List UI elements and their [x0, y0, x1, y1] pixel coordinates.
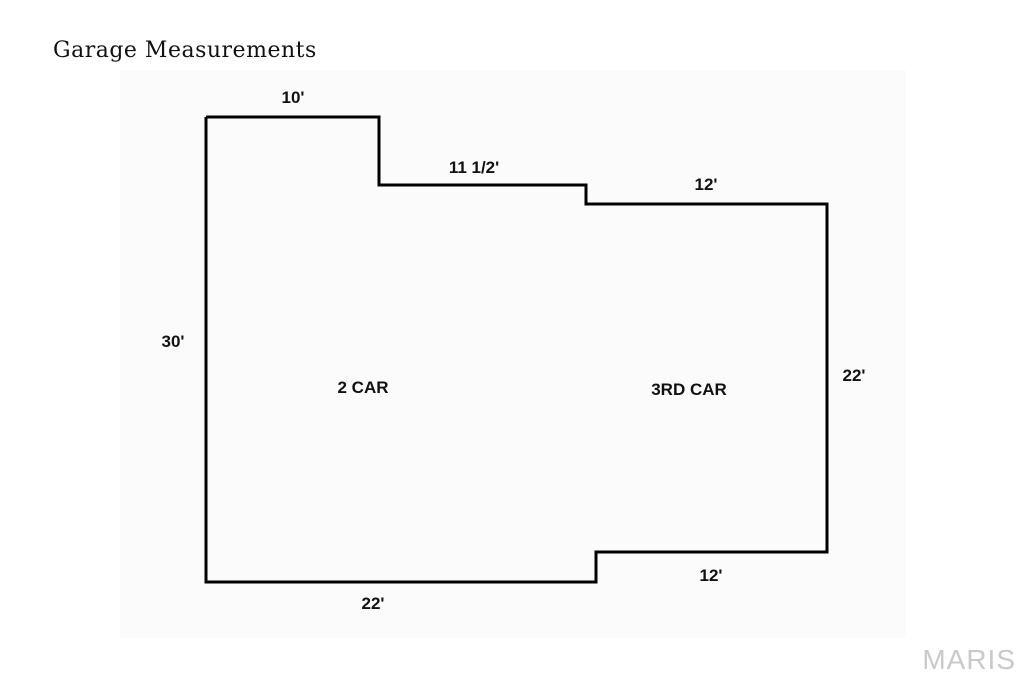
- room-label-third-car: 3RD CAR: [651, 380, 727, 399]
- dimension-left-depth: 30': [162, 332, 185, 351]
- garage-outline: [204, 115, 829, 584]
- dimension-top-right: 12': [695, 175, 718, 194]
- floor-plan-background: [120, 70, 906, 638]
- dimension-top-left: 10': [282, 88, 305, 107]
- room-label-two-car: 2 CAR: [337, 378, 388, 397]
- page-title: Garage Measurements: [53, 38, 317, 63]
- dimension-right-depth: 22': [843, 366, 866, 385]
- watermark-logo: MARIS: [922, 644, 1016, 675]
- dimension-bottom-left: 22': [362, 594, 385, 613]
- dimension-step: 11 1/2': [449, 158, 499, 177]
- dimension-bottom-right: 12': [700, 566, 723, 585]
